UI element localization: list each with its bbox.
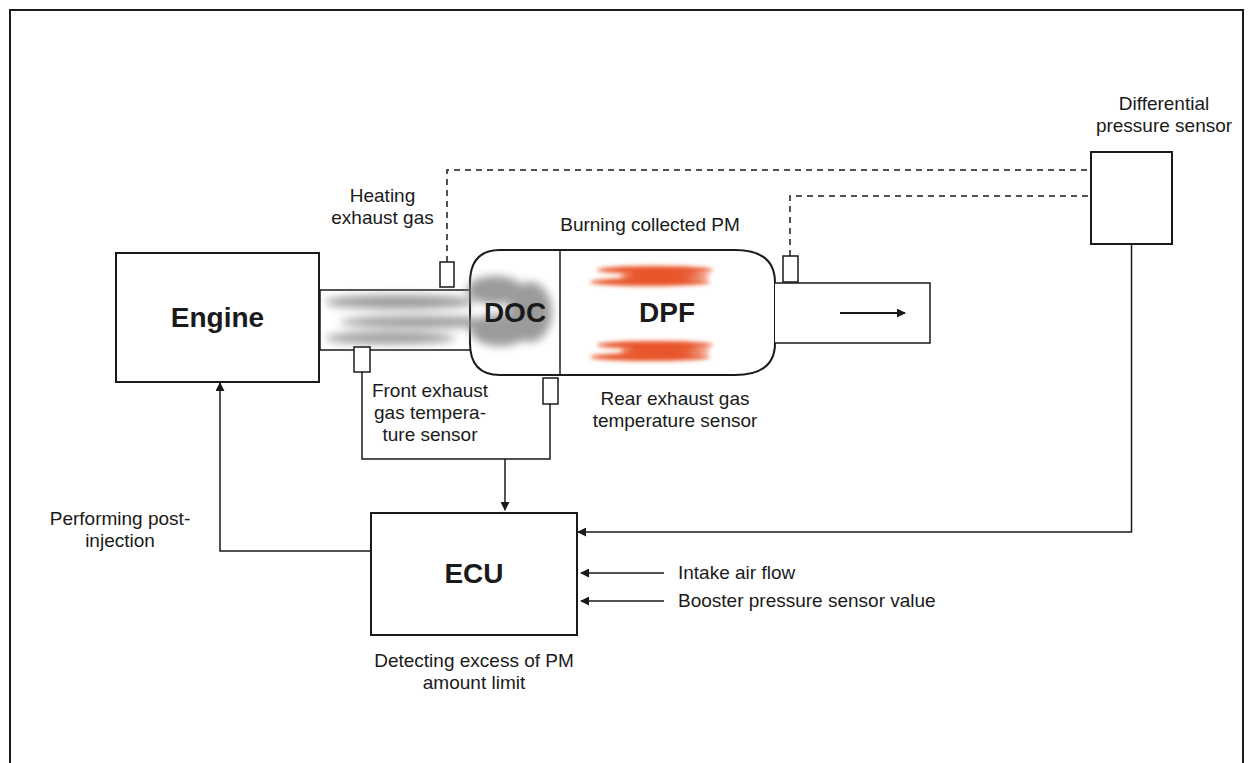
exhaust-smoke [325,276,552,346]
node-caption: Detecting excess of PM amount limit [369,650,579,694]
node-title: DOC [484,297,546,329]
sensor-symbol [783,256,798,282]
annotation-label: Rear exhaust gas temperature sensor [585,388,765,432]
doc-dpf-divider [559,250,561,375]
pressure-line [447,170,1090,262]
frame [10,10,1243,763]
doc-region: DOC [472,283,558,343]
input-arrow [581,572,664,574]
edge-label: Performing post-injection [45,508,195,552]
engine-box: Engine [115,252,320,383]
connector-arrow [220,383,370,551]
outlet-pipe [775,283,930,343]
ecu-box: ECUDetecting excess of PM amount limit [370,512,578,636]
annotation-label: Booster pressure sensor value [678,590,978,612]
sensor-symbol [543,378,558,404]
connector-arrow [578,245,1132,532]
sensor-symbol [354,347,370,372]
node-title: DPF [639,297,695,329]
input-arrow [581,600,664,602]
filter-housing [470,250,775,375]
annotation-label: Heating exhaust gas [330,185,435,229]
node-title: Differential pressure sensor [1089,93,1239,137]
burning-pm-flames [590,266,713,361]
annotation-label: Burning collected PM [515,214,785,236]
node-title: Engine [171,302,264,334]
sensor-symbol [440,262,454,287]
node-title: ECU [444,558,503,590]
dpf-region: DPF [562,283,772,343]
sensor-signal-arrow [504,459,506,510]
flow-arrow [840,312,905,314]
sensor-box: Differential pressure sensor [1090,151,1173,245]
annotation-label: Front exhaust gas tempera- ture sensor [366,380,494,446]
sensor-wire [362,372,550,459]
annotation-label: Intake air flow [678,562,878,584]
pressure-line [790,196,1090,256]
